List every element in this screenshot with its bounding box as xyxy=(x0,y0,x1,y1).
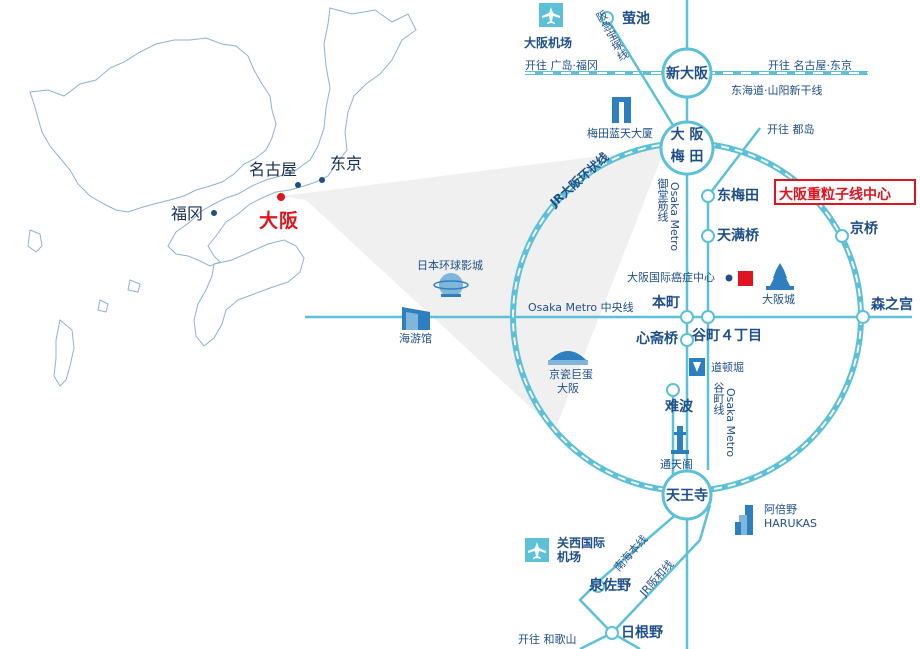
station-osaka: 大 阪 xyxy=(670,127,704,143)
station-higashi-umeda: 东梅田 xyxy=(717,188,759,204)
city-dots xyxy=(211,177,325,216)
major-stations xyxy=(659,47,715,521)
city-fukuoka: 福冈 xyxy=(171,204,204,223)
landmark-tsutenkaku: 通天阁 xyxy=(660,458,693,471)
cancer-center-dot xyxy=(725,274,733,282)
station-tanimachi4: 谷町４丁目 xyxy=(692,328,762,344)
station-shinsaibashi: 心斋桥 xyxy=(636,331,678,347)
airplane-icon-kansai xyxy=(525,538,549,562)
landmark-itami-airport: 大阪机场 xyxy=(524,36,573,50)
city-osaka: 大阪 xyxy=(259,210,300,232)
usj-globe-icon xyxy=(433,273,469,297)
landmark-osaka-castle: 大阪城 xyxy=(762,293,795,306)
line-midosuji: 御堂筋线 xyxy=(656,178,669,222)
station-umeda: 梅 田 xyxy=(670,149,704,165)
destination-nagoya: 开往 名古屋·东京 xyxy=(768,59,852,72)
landmark-usj: 日本环球影城 xyxy=(417,259,483,272)
destination-kyoto: 开往 都岛 xyxy=(767,123,815,136)
station-namba: 难波 xyxy=(665,399,693,415)
landmark-kyocera-l1: 京瓷巨蛋 xyxy=(549,368,593,381)
landmark-kansai-airport-line2: 机场 xyxy=(557,550,582,564)
station-shin-osaka: 新大阪 xyxy=(666,66,708,82)
landmark-kyocera-l2: 大阪 xyxy=(557,382,579,395)
osaka-dot xyxy=(277,193,285,201)
abeno-harukas-icon xyxy=(735,505,753,535)
station-morinomiya: 森之宫 xyxy=(871,297,913,313)
target-label: 大阪重粒子线中心 xyxy=(779,187,891,203)
minor-stations xyxy=(591,11,870,640)
zoom-fan xyxy=(282,148,665,430)
target-marker xyxy=(738,271,753,286)
landmark-abeno-l1: 阿倍野 xyxy=(764,503,797,516)
destination-hiroshima: 开往 广岛·福冈 xyxy=(525,59,598,72)
city-tokyo: 东京 xyxy=(330,154,363,173)
line-shinkansen: 东海道·山阳新干线 xyxy=(731,84,823,97)
line-chuo: Osaka Metro 中央线 xyxy=(528,301,634,314)
target-box xyxy=(774,179,916,205)
aquarium-icon xyxy=(402,307,430,330)
station-hineno: 日根野 xyxy=(621,625,663,641)
landmark-umeda-sky: 梅田蓝天大厦 xyxy=(587,127,653,140)
landmark-kansai-airport-line1: 关西国际 xyxy=(557,536,606,550)
station-izumisano: 泉佐野 xyxy=(589,578,631,594)
city-nagoya: 名古屋 xyxy=(249,160,298,179)
landmark-aquarium: 海游馆 xyxy=(399,332,432,345)
kyocera-dome-icon xyxy=(548,351,588,365)
tsutenkaku-icon xyxy=(671,426,689,454)
line-osaka-metro-tanimachi: Osaka Metro xyxy=(724,388,737,458)
destination-wakayama: 开往 和歌山 xyxy=(518,633,577,646)
station-tennoji: 天王寺 xyxy=(666,488,708,504)
line-tanimachi: 谷町线 xyxy=(712,382,725,415)
landmark-abeno-l2: HARUKAS xyxy=(764,517,818,530)
line-osaka-metro-midosuji: Osaka Metro xyxy=(668,182,681,252)
airplane-icon-itami xyxy=(539,3,563,27)
line-dotonbori: 道顿堀 xyxy=(711,361,744,374)
station-hotarugaike: 萤池 xyxy=(622,11,650,27)
rail-lines xyxy=(305,0,912,649)
umeda-sky-building-icon xyxy=(612,97,631,123)
station-kyobashi: 京桥 xyxy=(850,221,878,237)
japan-outline xyxy=(27,7,417,387)
landmark-cancer-center: 大阪国际癌症中心 xyxy=(627,271,715,284)
station-hommachi: 本町 xyxy=(652,295,680,311)
station-temmabashi: 天满桥 xyxy=(717,228,759,244)
osaka-castle-icon xyxy=(766,263,794,290)
